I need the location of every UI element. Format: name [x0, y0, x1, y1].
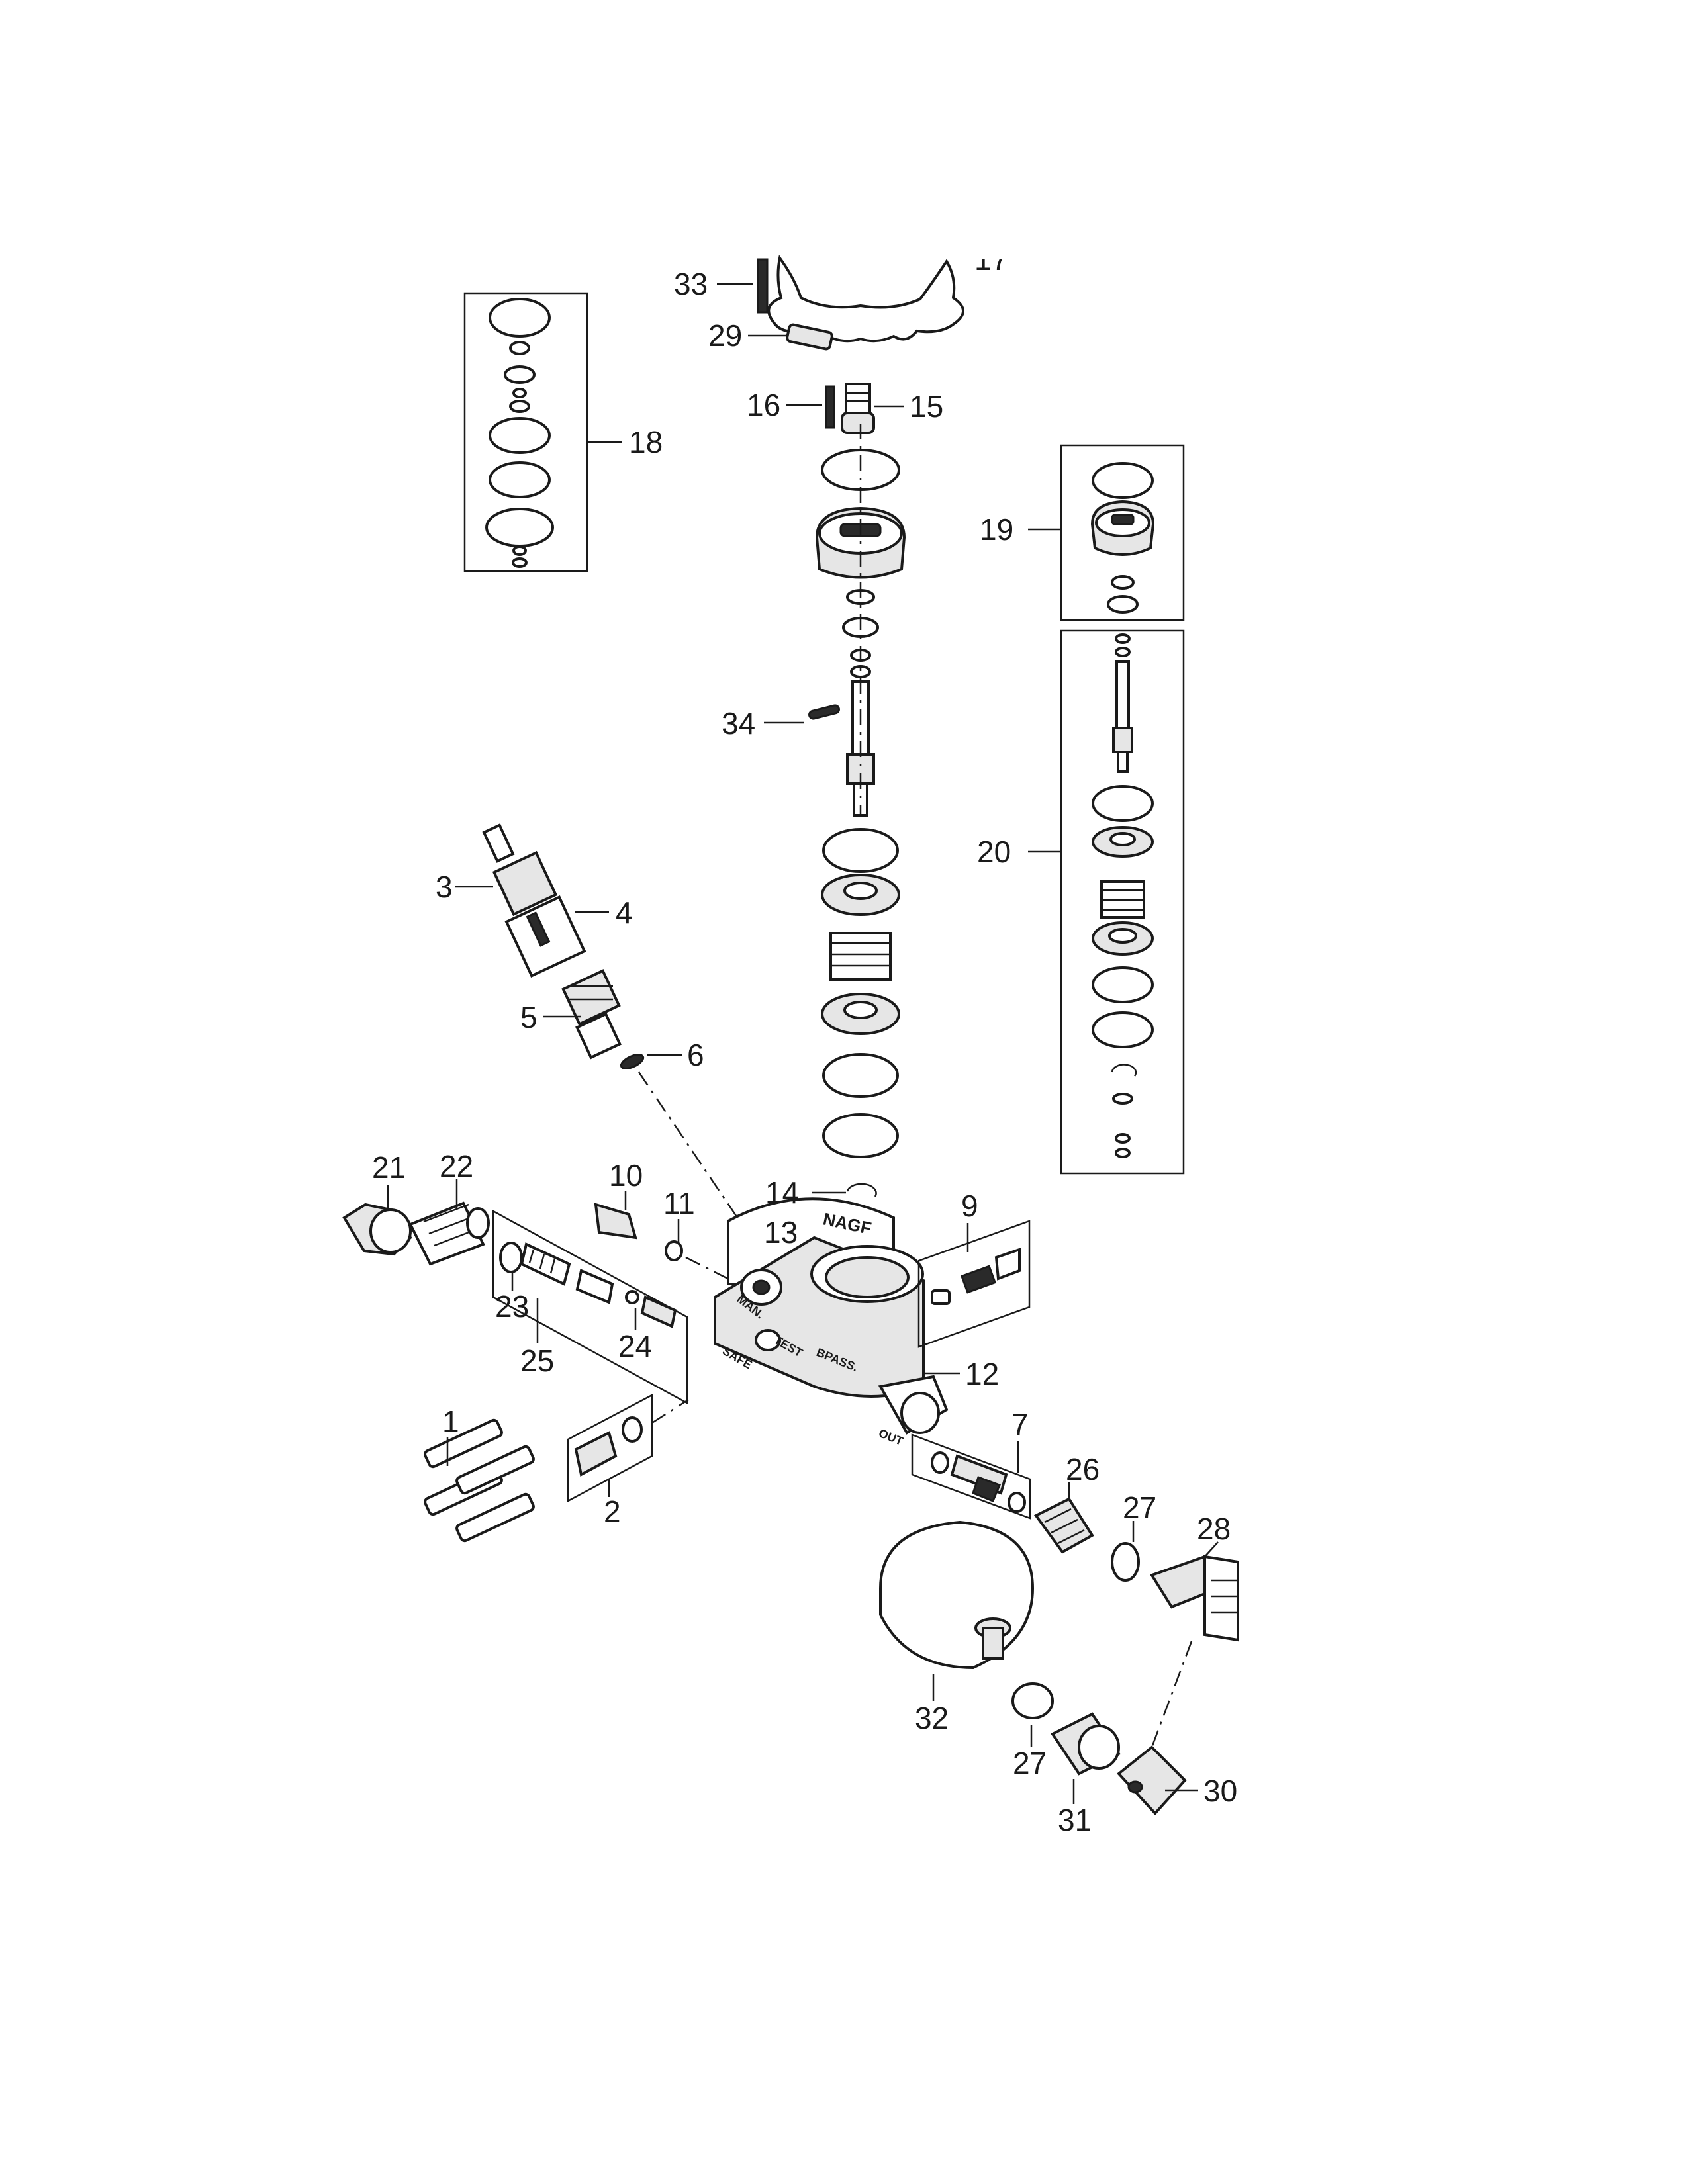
callout-18: 18 — [629, 425, 663, 459]
center-valve-stack — [764, 424, 906, 1257]
callout-9: 9 — [961, 1189, 978, 1223]
callout-5: 5 — [520, 1000, 538, 1034]
callout-20: 20 — [977, 835, 1011, 869]
callout-27b: 27 — [1013, 1746, 1047, 1780]
callout-7: 7 — [1011, 1407, 1029, 1441]
callout-29: 29 — [708, 318, 742, 353]
parts-15-16 — [786, 383, 904, 434]
callout-19: 19 — [980, 512, 1013, 547]
part-1-bolts — [424, 1418, 535, 1543]
callout-22: 22 — [440, 1149, 473, 1183]
callout-labels: 1 2 3 4 5 6 7 9 10 11 12 13 14 15 16 17 … — [372, 242, 1237, 1837]
part-2-kit — [567, 1393, 689, 1503]
callout-6: 6 — [687, 1038, 704, 1072]
callout-12: 12 — [965, 1357, 999, 1391]
kit-18-seal-set — [463, 292, 622, 572]
callout-24: 24 — [618, 1329, 652, 1363]
callout-30: 30 — [1203, 1774, 1237, 1808]
callout-15: 15 — [910, 389, 943, 424]
callout-21: 21 — [372, 1150, 406, 1185]
callout-34: 34 — [722, 706, 755, 741]
callout-4: 4 — [616, 895, 633, 930]
callout-28: 28 — [1197, 1512, 1231, 1546]
body-marking-out: OUT — [877, 1426, 906, 1448]
callout-11: 11 — [663, 1186, 695, 1220]
callout-33: 33 — [674, 267, 708, 301]
callout-25: 25 — [520, 1343, 554, 1378]
kit-19-valve-cap — [1028, 444, 1185, 621]
injector-assembly — [455, 823, 779, 1278]
kit-20-valve-stem-set — [1028, 629, 1185, 1175]
part-9-kit — [917, 1220, 1031, 1348]
callout-27a: 27 — [1123, 1490, 1156, 1525]
callout-32: 32 — [915, 1701, 949, 1735]
callout-23: 23 — [495, 1289, 529, 1324]
callout-10: 10 — [609, 1158, 643, 1193]
part-7-kit — [911, 1433, 1031, 1520]
callout-13: 13 — [764, 1215, 798, 1250]
callout-16: 16 — [747, 388, 780, 422]
top-handle-assembly — [717, 255, 964, 351]
valve-body: NAGF MAN. TEST SAFE BPASS. OUT — [714, 1197, 960, 1448]
part-32-accumulator — [879, 1520, 1035, 1701]
outlet-fittings — [1033, 1482, 1239, 1748]
callout-31: 31 — [1058, 1803, 1092, 1837]
callout-26: 26 — [1066, 1452, 1100, 1486]
callout-2: 2 — [604, 1494, 621, 1529]
callout-3: 3 — [436, 870, 453, 904]
lower-fittings — [1011, 1682, 1198, 1815]
top-crop-mask — [953, 238, 1019, 259]
callout-14: 14 — [765, 1175, 799, 1210]
callout-1: 1 — [442, 1404, 459, 1439]
